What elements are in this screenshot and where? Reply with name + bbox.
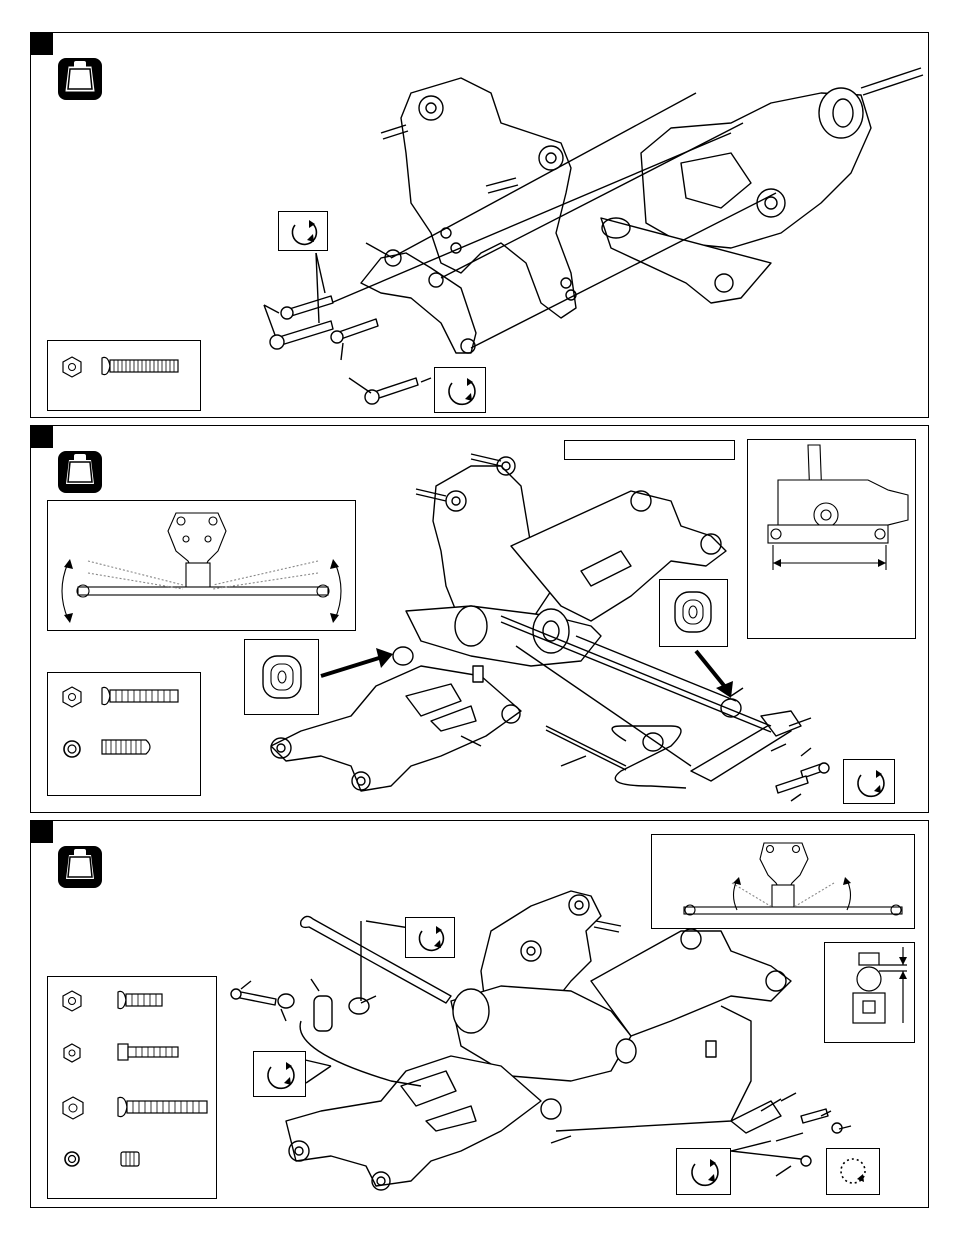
- washer-icon: [60, 1041, 84, 1065]
- step-3-rotate-callout-a: [405, 917, 455, 958]
- washer-icon: [60, 685, 84, 709]
- step-1-rotate-callout-b: [434, 367, 486, 413]
- step-3-panel: [30, 820, 929, 1208]
- button-head-screw-icon: [100, 355, 182, 377]
- washer-icon: [60, 1095, 86, 1121]
- clockwise-rotate-icon: [435, 368, 485, 412]
- clockwise-rotate-icon: [406, 918, 454, 957]
- partial-rotate-icon: [827, 1149, 879, 1194]
- step-2-panel: [30, 425, 929, 813]
- nut-icon: [60, 737, 84, 761]
- button-head-screw-icon: [116, 989, 166, 1011]
- washer-icon: [60, 989, 84, 1013]
- step-3-rotate-callout-c: [676, 1148, 731, 1195]
- step-3-hardware-box: [47, 976, 217, 1199]
- set-screw-icon: [118, 1149, 142, 1169]
- cap-screw-icon: [116, 1041, 182, 1063]
- clockwise-rotate-icon: [279, 212, 327, 250]
- clockwise-rotate-icon: [677, 1149, 730, 1194]
- step-1-panel: [30, 32, 929, 418]
- long-button-head-screw-icon: [116, 1095, 212, 1119]
- step-3-partial-rotate-callout: [826, 1148, 880, 1195]
- step-2-hardware-box: [47, 672, 201, 796]
- step-1-hardware-box: [47, 340, 201, 411]
- washer-icon: [60, 355, 84, 379]
- step-1-rotate-callout-a: [278, 211, 328, 251]
- nut-icon: [60, 1147, 84, 1171]
- step-3-rotate-callout-b: [253, 1051, 306, 1097]
- step-2-rotate-callout: [843, 759, 895, 804]
- button-head-screw-icon: [100, 685, 182, 707]
- set-screw-icon: [100, 736, 156, 758]
- clockwise-rotate-icon: [254, 1052, 305, 1096]
- clockwise-rotate-icon: [844, 760, 894, 803]
